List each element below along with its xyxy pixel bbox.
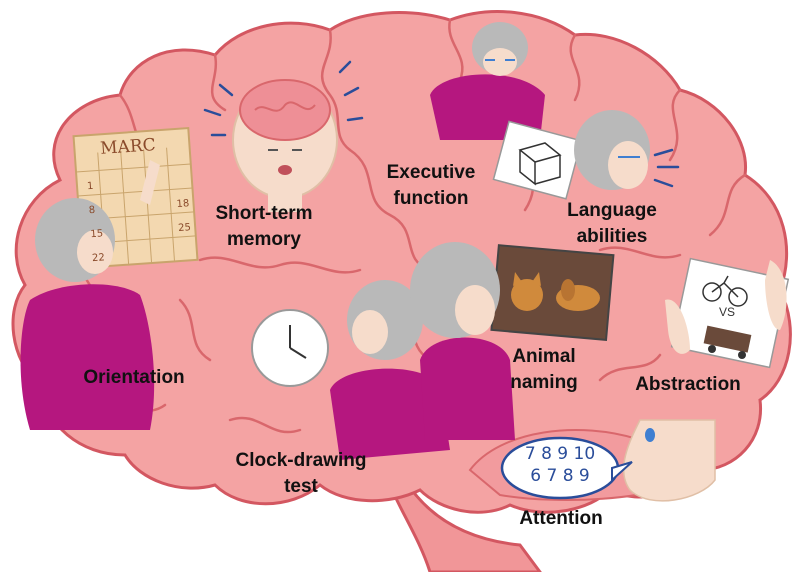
label-animal-naming-line1: Animal <box>512 346 576 367</box>
bicycle-icon <box>702 275 748 307</box>
label-executive-function-line2: function <box>393 188 469 209</box>
calendar-date: 22 <box>92 252 105 264</box>
calendar-date: 1 <box>87 181 94 192</box>
label-clock-drawing-test-line1: Clock-drawing <box>235 450 367 471</box>
abstraction-vs: VS <box>718 305 736 319</box>
clock-icon <box>251 309 329 387</box>
label-abstraction-line1: Abstraction <box>635 374 741 395</box>
label-orientation-line1: Orientation <box>83 367 185 388</box>
calendar-month: MARC <box>99 135 157 159</box>
label-executive-function: Executive function <box>387 160 476 212</box>
label-animal-naming: Animal naming <box>510 344 578 396</box>
attention-face <box>622 419 716 502</box>
speech-lines-icon <box>653 148 680 188</box>
abstraction-card <box>670 257 790 369</box>
attention-digits-line2: 6 7 8 9 <box>530 466 590 486</box>
attention-digits-line1: 7 8 9 10 <box>524 444 596 464</box>
label-language-abilities-line1: Language <box>567 200 657 221</box>
abstraction-hands <box>665 260 787 354</box>
speech-bubble <box>500 436 633 500</box>
label-clock-drawing-test: Clock-drawing test <box>236 448 367 500</box>
label-short-term-memory-line2: memory <box>227 229 301 250</box>
label-abstraction: Abstraction <box>635 372 741 398</box>
wireframe-cube-icon <box>492 120 583 200</box>
label-orientation: Orientation <box>83 365 184 391</box>
label-language-abilities-line2: abilities <box>576 226 648 247</box>
orientation-person <box>20 160 160 430</box>
calendar-date: 25 <box>178 222 191 234</box>
train-icon <box>703 325 752 359</box>
brain-head-icon <box>232 79 338 212</box>
label-short-term-memory-line1: Short-term <box>215 203 313 224</box>
calendar-date: 15 <box>90 228 103 240</box>
label-attention: Attention <box>519 506 602 532</box>
dog-face-icon <box>556 279 600 311</box>
calendar-date: 8 <box>88 205 95 216</box>
clock-drawing-person <box>330 280 450 460</box>
label-executive-function-line1: Executive <box>386 162 476 183</box>
label-short-term-memory: Short-term memory <box>215 201 312 253</box>
cat-face-icon <box>511 272 543 311</box>
language-person <box>574 110 650 190</box>
label-clock-drawing-test-line2: test <box>284 476 318 497</box>
brain-stem <box>388 478 542 572</box>
label-language-abilities: Language abilities <box>567 198 657 250</box>
thinking-lines <box>203 60 364 137</box>
label-animal-naming-line2: naming <box>510 372 578 393</box>
label-attention-line1: Attention <box>519 508 603 529</box>
calendar-date: 18 <box>176 198 189 210</box>
animal-screen <box>490 244 615 341</box>
animal-naming-person <box>410 242 515 440</box>
